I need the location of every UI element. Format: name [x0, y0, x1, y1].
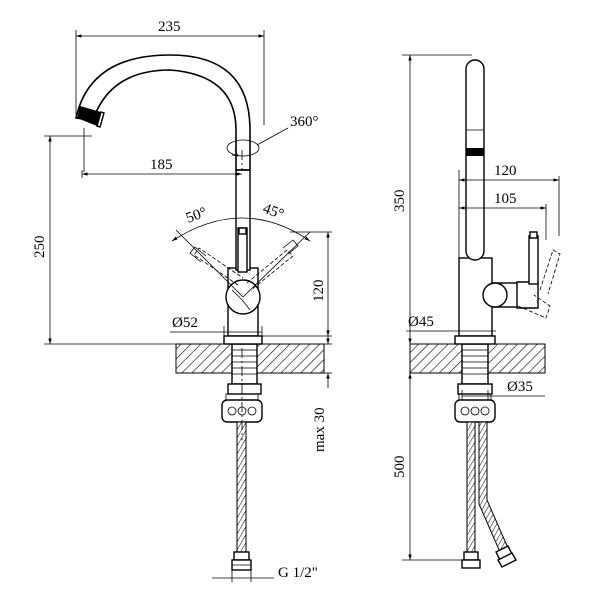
dim-250: 250: [32, 236, 48, 259]
dim-500: 500: [392, 456, 408, 479]
lever-handle-side: [516, 281, 539, 309]
spout-arc: [75, 54, 251, 171]
lever-right-position: [246, 239, 299, 291]
spout-tip: [77, 106, 101, 126]
dim-d45: Ø45: [408, 314, 434, 330]
dim-d52: Ø52: [172, 315, 198, 331]
dim-185: 185: [150, 157, 173, 173]
hose-side-bent: [478, 421, 509, 553]
dim-350: 350: [392, 190, 408, 213]
shank-thread: [232, 349, 257, 375]
dim-120-front: 120: [311, 280, 327, 303]
dim-105: 105: [494, 191, 517, 207]
spout-tip-side: [466, 148, 484, 156]
dim-360: 360°: [290, 114, 319, 130]
dim-50deg: 50°: [184, 205, 209, 227]
dim-d35: Ø35: [507, 379, 533, 395]
base-ring: [223, 335, 263, 345]
hose-side-straight: [466, 421, 476, 553]
front-view: 235 185 250 360° 50° 45° 120 Ø52 max 30: [32, 19, 332, 582]
fixing-nut: [227, 383, 262, 395]
dim-45deg: 45°: [261, 201, 286, 223]
spout-column-side: [465, 59, 485, 261]
rotation-indicator: [226, 139, 260, 157]
dim-max30: max 30: [312, 407, 328, 452]
side-view: 350 120 105 Ø45 Ø35 500: [392, 54, 561, 569]
dim-thread: G 1/2": [278, 565, 318, 581]
hose-end-fitting: [233, 551, 250, 561]
dim-235: 235: [158, 19, 181, 35]
hose-front: [236, 421, 247, 553]
dim-120-side: 120: [494, 163, 517, 179]
